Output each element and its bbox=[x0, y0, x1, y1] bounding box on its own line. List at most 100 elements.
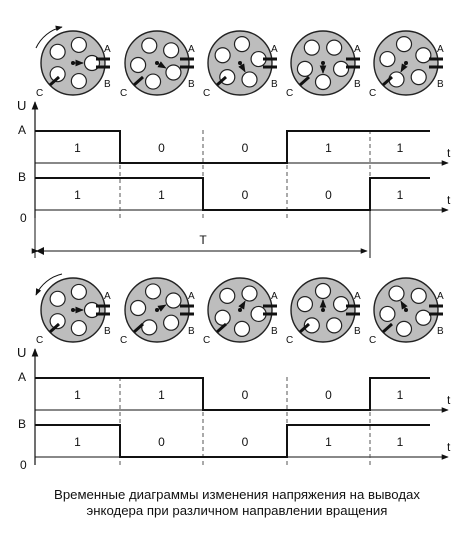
encoder-disc: ABC bbox=[36, 30, 111, 99]
disc-hole bbox=[296, 296, 314, 313]
encoder-disc: ABC bbox=[286, 30, 361, 99]
axis-u-label: U bbox=[17, 345, 26, 360]
disc-hole bbox=[415, 47, 432, 64]
bit-b: 0 bbox=[158, 435, 165, 449]
disc-hole bbox=[49, 43, 66, 60]
disc-hole bbox=[214, 47, 231, 64]
contact-c-bar bbox=[216, 322, 227, 334]
contact-b-label: B bbox=[271, 79, 278, 90]
waveform-b bbox=[35, 424, 430, 458]
disc-hole bbox=[332, 60, 350, 77]
waveform-b bbox=[35, 177, 430, 211]
bit-b: 1 bbox=[158, 188, 165, 202]
disc-hole bbox=[83, 301, 101, 319]
disc-center bbox=[155, 308, 159, 312]
contact-a-label: A bbox=[104, 291, 111, 302]
contact-c-bar bbox=[49, 322, 60, 334]
waveform-a bbox=[35, 130, 430, 164]
contact-a-label: A bbox=[104, 44, 111, 55]
disc-hole bbox=[410, 287, 427, 304]
contact-c-bar bbox=[299, 322, 310, 334]
bit-a: 0 bbox=[242, 388, 249, 402]
disc-hole bbox=[296, 60, 314, 77]
disc-hole bbox=[326, 39, 343, 56]
disc-center bbox=[404, 308, 408, 312]
contact-c-bar bbox=[299, 75, 310, 87]
disc-center bbox=[155, 61, 159, 65]
disc-hole bbox=[379, 305, 396, 323]
disc-hole bbox=[415, 309, 432, 326]
axis-t-label-a: t bbox=[447, 393, 451, 407]
contact-c-label: C bbox=[120, 335, 127, 346]
disc-center bbox=[71, 308, 75, 312]
zero-label: 0 bbox=[20, 211, 27, 225]
disc-hole bbox=[326, 317, 343, 334]
encoder-disc: ABC bbox=[369, 30, 444, 99]
contact-c-bar bbox=[49, 75, 60, 87]
disc-hole bbox=[83, 54, 101, 72]
contact-b-label: B bbox=[354, 79, 361, 90]
bit-a: 0 bbox=[158, 141, 165, 155]
disc-hole bbox=[141, 319, 158, 336]
level-a-label: A bbox=[18, 370, 26, 384]
axis-t-label-a: t bbox=[447, 146, 451, 160]
level-b-label: B bbox=[18, 417, 26, 431]
axis-t-label: t bbox=[447, 193, 451, 207]
contact-c-bar bbox=[133, 322, 144, 334]
bit-b: 1 bbox=[397, 188, 404, 202]
disc-hole bbox=[165, 292, 182, 309]
bit-b: 0 bbox=[242, 188, 249, 202]
encoder-disc: ABC bbox=[36, 277, 111, 346]
bit-b: 0 bbox=[325, 188, 332, 202]
contact-b-label: B bbox=[188, 326, 195, 337]
disc-hole bbox=[395, 320, 413, 337]
bit-a: 1 bbox=[397, 388, 404, 402]
disc-hole bbox=[241, 285, 258, 302]
contact-a-label: A bbox=[354, 44, 361, 55]
rotation-arrow-icon bbox=[35, 273, 63, 296]
contact-b-label: B bbox=[188, 79, 195, 90]
disc-hole bbox=[163, 314, 180, 331]
bit-a: 1 bbox=[158, 388, 165, 402]
level-b-label: B bbox=[18, 170, 26, 184]
zero-label: 0 bbox=[20, 458, 27, 472]
contact-a-label: A bbox=[354, 291, 361, 302]
level-a-label: A bbox=[18, 123, 26, 137]
axis-t-label: t bbox=[447, 440, 451, 454]
disc-hole bbox=[332, 296, 350, 313]
encoder-disc: ABC bbox=[120, 30, 195, 99]
disc-hole bbox=[214, 309, 231, 326]
contact-c-label: C bbox=[203, 335, 210, 346]
waveform-a bbox=[35, 377, 430, 411]
disc-hole bbox=[130, 299, 147, 317]
bit-a: 1 bbox=[74, 141, 81, 155]
bit-a: 0 bbox=[242, 141, 249, 155]
contact-a-label: A bbox=[271, 291, 278, 302]
axis-u-label: U bbox=[17, 98, 26, 113]
contact-a-label: A bbox=[188, 44, 195, 55]
disc-hole bbox=[144, 283, 162, 300]
bit-b: 1 bbox=[397, 435, 404, 449]
disc-hole bbox=[144, 73, 162, 90]
rotation-arrow-icon bbox=[35, 25, 63, 49]
disc-hole bbox=[233, 35, 251, 53]
contact-c-label: C bbox=[369, 88, 376, 99]
bit-a: 1 bbox=[325, 141, 332, 155]
contact-c-bar bbox=[133, 75, 144, 87]
disc-hole bbox=[130, 56, 147, 74]
contact-c-label: C bbox=[286, 335, 293, 346]
disc-hole bbox=[314, 282, 332, 300]
bit-b: 1 bbox=[74, 188, 81, 202]
bit-a: 0 bbox=[325, 388, 332, 402]
period-label: T bbox=[199, 233, 207, 247]
caption-line-2: энкодера при различном направлении враще… bbox=[86, 503, 388, 518]
disc-hole bbox=[70, 283, 87, 301]
contact-b-label: B bbox=[271, 326, 278, 337]
disc-hole bbox=[49, 66, 66, 83]
disc-hole bbox=[163, 42, 180, 59]
disc-center bbox=[71, 61, 75, 65]
disc-hole bbox=[70, 319, 87, 337]
disc-hole bbox=[49, 290, 66, 307]
contact-a-label: A bbox=[271, 44, 278, 55]
